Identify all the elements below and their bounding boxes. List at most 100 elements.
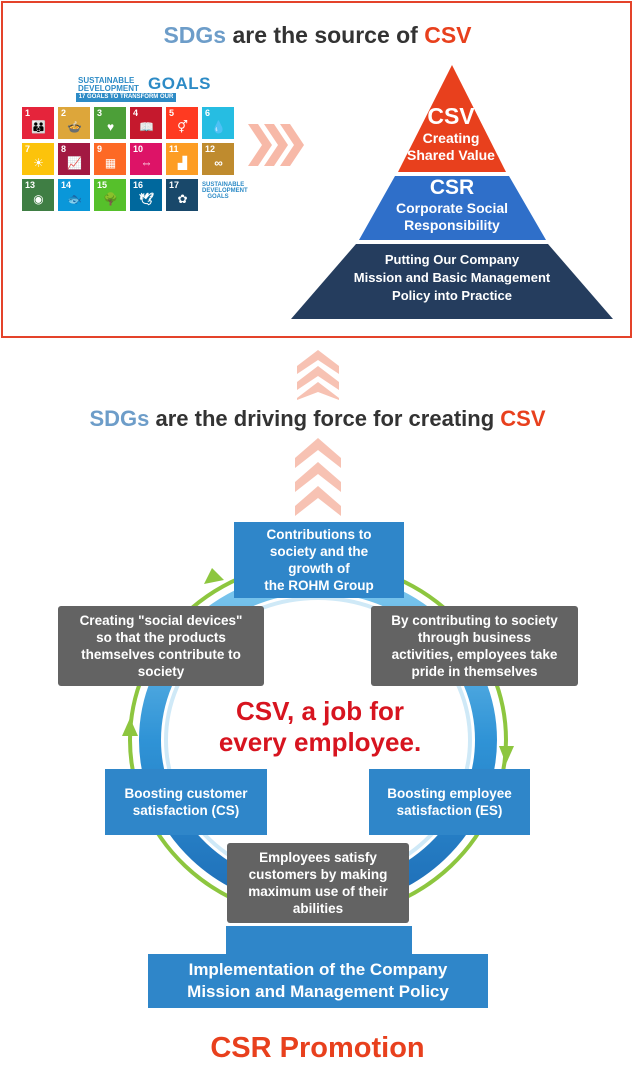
sdg-goal-icon: ⚥ bbox=[177, 120, 188, 134]
sdg-tile-12: 12 ∞ bbox=[202, 143, 234, 175]
sdg-goal-icon: ◉ bbox=[33, 192, 44, 206]
sdg-logo-tile: SUSTAINABLE DEVELOPMENT GOALS bbox=[202, 179, 248, 211]
sdg-tile-16: 16🕊 bbox=[130, 179, 162, 211]
pyramid-csr-title: CSR bbox=[429, 176, 475, 199]
sdg-goal-icon: 📈 bbox=[67, 156, 82, 170]
box-employee-pride: By contributing to society through busin… bbox=[371, 606, 578, 686]
sdg-tile-number: 14 bbox=[61, 180, 72, 190]
box-social-devices-line1: Creating "social devices" bbox=[79, 613, 243, 628]
pyramid-top-csv bbox=[398, 65, 506, 172]
sdg-tile-number: 2 bbox=[61, 108, 67, 118]
pyramid-csv-title: CSV bbox=[427, 103, 475, 129]
middle-headline: SDGs are the driving force for creating … bbox=[0, 405, 635, 433]
sdg-tile-number: 15 bbox=[97, 180, 108, 190]
box-cs-line1: Boosting customer bbox=[124, 786, 248, 801]
cycle-center-text: CSV, a job for every employee. bbox=[160, 696, 480, 758]
pyramid-csv-sub1: Creating bbox=[422, 130, 480, 146]
sdg-tile-2: 2🍲 bbox=[58, 107, 90, 139]
pyramid-csv-sub2: Shared Value bbox=[407, 147, 495, 163]
sdg-tile-4: 4📖 bbox=[130, 107, 162, 139]
box-social-devices-line2: so that the products bbox=[96, 630, 226, 645]
sdg-goal-grid: 1👪2🍲3♥4📖5⚥6💧7☀8📈9▦10⇔11▟12∞13◉14🐟15🌳16🕊1… bbox=[22, 107, 248, 211]
box-es-line2: satisfaction (ES) bbox=[396, 803, 503, 818]
box-employees-satisfy: Employees satisfy customers by making ma… bbox=[227, 843, 409, 923]
sdg-tile-number: 10 bbox=[133, 144, 144, 154]
sdg-tile-11: 11▟ bbox=[166, 143, 198, 175]
sdg-tile-number: 8 bbox=[61, 144, 67, 154]
sdg-tile-number: 13 bbox=[25, 180, 36, 190]
box-social-devices-line4: society bbox=[137, 664, 185, 679]
top-headline-sdgs: SDGs bbox=[163, 22, 227, 48]
right-chevrons-icon bbox=[248, 124, 304, 166]
sdg-logo-subtitle: 17 GOALS TO TRANSFORM OUR WORLD bbox=[76, 93, 176, 109]
box-implementation: Implementation of the Company Mission an… bbox=[148, 954, 488, 1008]
sdg-tile-10: 10⇔ bbox=[130, 143, 162, 175]
middle-headline-middle: are the driving force for creating bbox=[149, 406, 501, 431]
sdg-goal-icon: ✿ bbox=[177, 192, 188, 206]
top-headline: SDGs are the source of CSV bbox=[0, 21, 635, 49]
cycle-center-line2: every employee. bbox=[218, 727, 422, 757]
up-chevrons-large-icon bbox=[295, 438, 341, 516]
sdg-goal-icon: 👪 bbox=[31, 120, 46, 134]
sdg-tile-6: 6💧 bbox=[202, 107, 234, 139]
pyramid-csr-sub1: Corporate Social bbox=[395, 200, 509, 216]
box-customer-satisfaction: Boosting customer satisfaction (CS) bbox=[105, 769, 267, 835]
sdg-goal-icon: 📖 bbox=[139, 120, 154, 134]
sdg-goal-icon: 🍲 bbox=[67, 120, 82, 134]
box-employees-satisfy-line4: abilities bbox=[292, 901, 344, 916]
top-headline-csv: CSV bbox=[424, 22, 472, 48]
pyramid-base-line2: Mission and Basic Management bbox=[353, 270, 551, 285]
top-frame bbox=[1, 1, 632, 338]
box-social-devices: Creating "social devices" so that the pr… bbox=[58, 606, 264, 686]
box-employee-satisfaction: Boosting employee satisfaction (ES) bbox=[369, 769, 530, 835]
sdg-tile-number: 3 bbox=[97, 108, 103, 118]
sdg-tile-number: 5 bbox=[169, 108, 175, 118]
footer-title: CSR Promotion bbox=[210, 1032, 425, 1064]
box-employee-pride-line4: pride in themselves bbox=[411, 664, 538, 679]
sdg-tile-number: 16 bbox=[133, 180, 144, 190]
sdg-goal-icon: ∞ bbox=[214, 156, 223, 170]
sdg-tile-13: 13 ◉ bbox=[22, 179, 54, 211]
box-implementation-line1: Implementation of the Company bbox=[188, 960, 448, 979]
sdg-tile-8: 8📈 bbox=[58, 143, 90, 175]
box-contributions-line1: Contributions to bbox=[266, 527, 372, 542]
pyramid-csr-sub2: Responsibility bbox=[404, 217, 500, 233]
sdg-tile-3: 3♥ bbox=[94, 107, 126, 139]
sdg-tile-number: 9 bbox=[97, 144, 103, 154]
sdg-tile-5: 5⚥ bbox=[166, 107, 198, 139]
pyramid-base-line1: Putting Our Company bbox=[384, 252, 520, 267]
pyramid-diagram bbox=[291, 65, 613, 319]
box-contributions-line4: the ROHM Group bbox=[264, 578, 374, 593]
pyramid-base-line3: Policy into Practice bbox=[392, 288, 512, 303]
box-contributions: Contributions to society and the growth … bbox=[234, 522, 404, 598]
sdg-goal-icon: ♥ bbox=[106, 120, 115, 134]
box-employee-pride-line3: activities, employees take bbox=[391, 647, 558, 662]
box-contributions-line2: society and the bbox=[269, 544, 369, 559]
box-social-devices-line3: themselves contribute to bbox=[81, 647, 241, 662]
sdg-tile-14: 14 🐟 bbox=[58, 179, 90, 211]
sdg-tile-number: 12 bbox=[205, 144, 216, 154]
cycle-arrow-right bbox=[499, 746, 514, 764]
middle-headline-csv: CSV bbox=[500, 406, 546, 431]
sdg-logo-goals: GOALS bbox=[148, 74, 211, 93]
sdg-tile-number: 4 bbox=[133, 108, 139, 118]
box-es-line1: Boosting employee bbox=[387, 786, 512, 801]
box-employee-pride-line1: By contributing to society bbox=[391, 613, 558, 628]
cycle-arrow-left bbox=[122, 718, 138, 736]
sdg-goal-icon: ▦ bbox=[104, 156, 117, 170]
sdg-tile-number: 6 bbox=[205, 108, 211, 118]
sdg-goal-icon: 🐟 bbox=[67, 192, 82, 206]
up-chevrons-icon bbox=[297, 350, 339, 400]
sdg-tile-7: 7☀ bbox=[22, 143, 54, 175]
sdg-tile-15: 15🌳 bbox=[94, 179, 126, 211]
box-employees-satisfy-line1: Employees satisfy bbox=[259, 850, 377, 865]
box-employees-satisfy-line2: customers by making bbox=[248, 867, 388, 882]
sdg-tile-number: 11 bbox=[169, 144, 179, 154]
sdg-tile-number: 7 bbox=[25, 144, 31, 154]
box-contributions-line3: growth of bbox=[288, 561, 350, 576]
top-headline-middle: are the source of bbox=[226, 22, 425, 48]
cycle-arrow-top bbox=[204, 568, 224, 584]
sdg-tile-9: 9▦ bbox=[94, 143, 126, 175]
box-cs-line2: satisfaction (CS) bbox=[132, 803, 240, 818]
sdg-tile-number: 1 bbox=[25, 108, 31, 118]
